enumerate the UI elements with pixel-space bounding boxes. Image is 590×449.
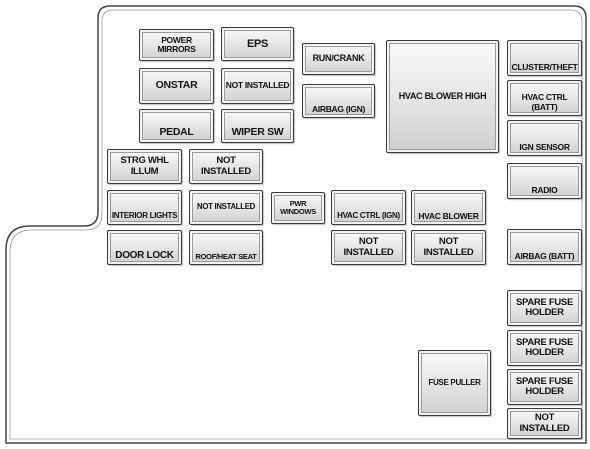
fuse-hvac-ctrl-batt: HVAC CTRL (BATT) — [507, 80, 582, 116]
fuse-label: HVAC BLOWER — [418, 210, 479, 221]
fuse-label: AIRBAG (IGN) — [311, 103, 366, 114]
fuse-wiper-sw: WIPER SW — [221, 109, 294, 143]
fuse-hvac-ctrl-ign: HVAC CTRL (IGN) — [331, 190, 406, 225]
fuse-airbag-batt: AIRBAG (BATT) — [507, 229, 582, 265]
fuse-label: POWER MIRRORS — [157, 34, 196, 54]
fuse-not-installed-3: NOT INSTALLED — [189, 190, 263, 225]
fuse-label: RUN/CRANK — [312, 53, 365, 64]
fuse-radio: RADIO — [507, 163, 582, 199]
fuse-label: STRG WHL ILLUM — [120, 155, 169, 177]
fuse-label: PWR WINDOWS — [280, 198, 316, 216]
fuse-door-lock: DOOR LOCK — [107, 230, 182, 265]
fuse-label: FUSE PULLER — [428, 377, 481, 387]
fuse-hvac-blower: HVAC BLOWER — [411, 190, 486, 225]
fuse-label: AIRBAG (BATT) — [514, 250, 575, 261]
fuse-puller: FUSE PULLER — [418, 350, 491, 416]
fuse-label: NOT INSTALLED — [225, 80, 290, 91]
spare-fuse-holder-2: SPARE FUSE HOLDER — [507, 330, 582, 366]
fuse-hvac-blower-high: HVAC BLOWER HIGH — [386, 40, 499, 153]
fuse-pwr-windows: PWR WINDOWS — [271, 192, 325, 224]
spare-fuse-holder-1: SPARE FUSE HOLDER — [507, 290, 582, 326]
fuse-label: CLUSTER/THEFT — [511, 61, 578, 72]
fuse-power-mirrors: POWER MIRRORS — [139, 29, 214, 61]
fuse-strg-whl-illum: STRG WHL ILLUM — [107, 149, 182, 184]
fuse-label: SPARE FUSE HOLDER — [515, 375, 573, 397]
fuse-label: ROOF/HEAT SEAT — [195, 251, 257, 261]
fuse-label: NOT INSTALLED — [343, 236, 394, 258]
fuse-not-installed-5: NOT INSTALLED — [411, 230, 486, 265]
fuse-label: WIPER SW — [231, 126, 284, 139]
fuse-roof-heat-seat: ROOF/HEAT SEAT — [189, 230, 263, 265]
fuse-not-installed-6: NOT INSTALLED — [507, 408, 582, 439]
fuse-label: IGN SENSOR — [519, 141, 570, 152]
fuse-eps: EPS — [221, 27, 294, 61]
fuse-airbag-ign: AIRBAG (IGN) — [302, 84, 375, 118]
fuse-ign-sensor: IGN SENSOR — [507, 120, 582, 156]
fuse-label: DOOR LOCK — [115, 250, 174, 261]
fuse-cluster-theft: CLUSTER/THEFT — [507, 40, 582, 76]
fuse-label: INTERIOR LIGHTS — [111, 211, 178, 221]
fuse-label: SPARE FUSE HOLDER — [515, 296, 573, 318]
fuse-label: ONSTAR — [155, 79, 198, 92]
fuse-label: RADIO — [531, 184, 558, 195]
fuse-not-installed-4: NOT INSTALLED — [331, 230, 406, 265]
fuse-label: NOT INSTALLED — [197, 202, 255, 212]
fuse-label: NOT INSTALLED — [201, 155, 251, 177]
fuse-not-installed-2: NOT INSTALLED — [189, 149, 263, 184]
fuse-not-installed-1: NOT INSTALLED — [221, 68, 294, 104]
fuse-label: NOT INSTALLED — [519, 412, 570, 434]
spare-fuse-holder-3: SPARE FUSE HOLDER — [507, 369, 582, 405]
fuse-label: NOT INSTALLED — [423, 236, 474, 258]
fuse-onstar: ONSTAR — [139, 68, 214, 104]
fuse-interior-lights: INTERIOR LIGHTS — [107, 190, 182, 225]
fuse-label: PEDAL — [159, 126, 194, 139]
fuse-label: EPS — [246, 37, 269, 50]
fuse-label: SPARE FUSE HOLDER — [515, 336, 573, 358]
fuse-label: HVAC CTRL (BATT) — [521, 92, 568, 112]
fuse-label: HVAC BLOWER HIGH — [398, 90, 487, 101]
fuse-run-crank: RUN/CRANK — [302, 43, 375, 75]
fuse-pedal: PEDAL — [139, 109, 214, 143]
fuse-label: HVAC CTRL (IGN) — [337, 211, 400, 221]
